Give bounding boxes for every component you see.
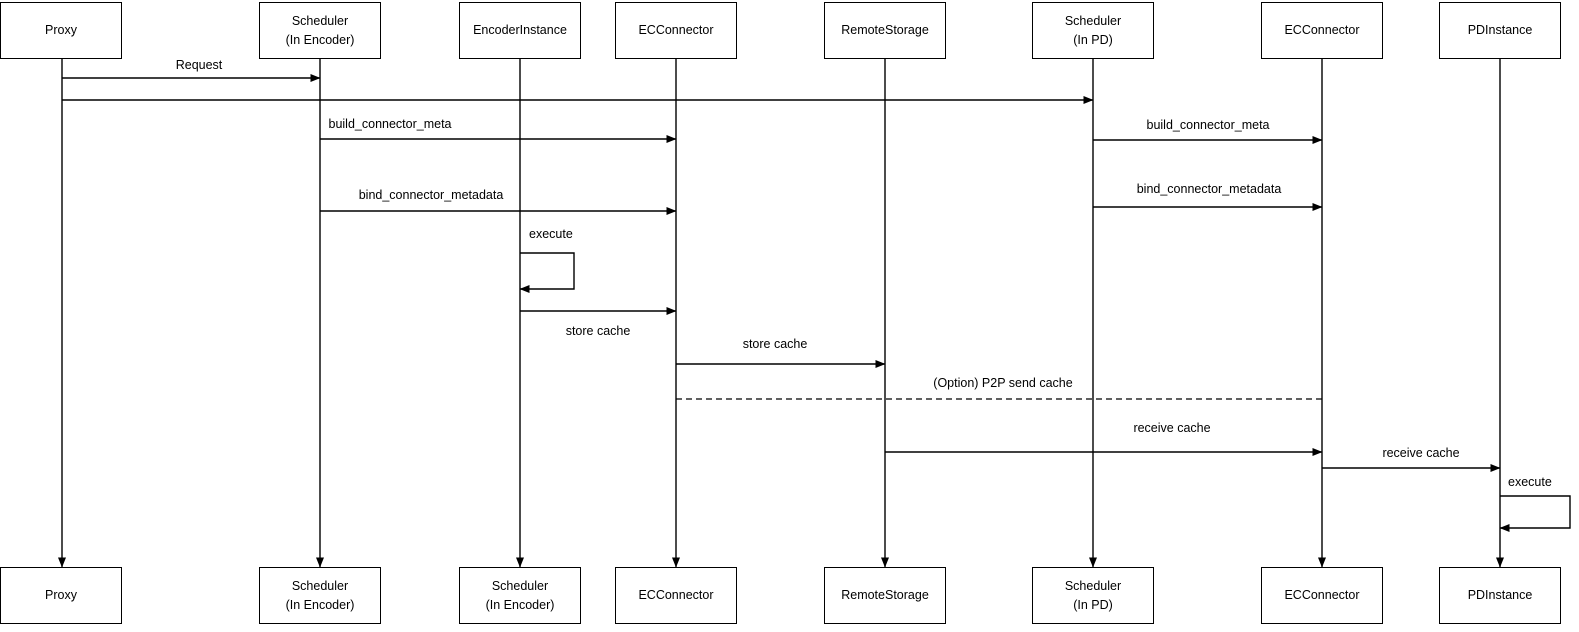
lifeline-label: Scheduler (In PD) (1064, 579, 1122, 612)
message-label-m5: bind_connector_metadata (358, 188, 504, 202)
lifeline-label: EncoderInstance (473, 23, 567, 38)
bottom-lifeline-box-ec_conn_left: ECConnector (615, 567, 737, 624)
lifeline-label: ECConnector (638, 23, 714, 38)
lifeline-label: Scheduler (In Encoder) (285, 579, 355, 612)
bottom-lifeline-box-sched_enc: Scheduler (In Encoder) (259, 567, 381, 624)
top-lifeline-box-pd_inst: PDInstance (1439, 2, 1561, 59)
bottom-lifeline-box-remote_storage: RemoteStorage (824, 567, 946, 624)
lifeline-label: PDInstance (1467, 588, 1533, 603)
bottom-lifeline-box-ec_conn_right: ECConnector (1261, 567, 1383, 624)
self-message-label-s1: execute (529, 227, 573, 241)
lifeline-label: ECConnector (1284, 23, 1360, 38)
message-label-m11: receive cache (1382, 446, 1460, 460)
top-lifeline-box-remote_storage: RemoteStorage (824, 2, 946, 59)
top-lifeline-box-ec_conn_right: ECConnector (1261, 2, 1383, 59)
lifeline-label: Scheduler (In Encoder) (285, 14, 355, 47)
top-lifeline-box-sched_enc: Scheduler (In Encoder) (259, 2, 381, 59)
lifeline-label: Scheduler (In Encoder) (485, 579, 555, 612)
top-lifeline-box-sched_pd: Scheduler (In PD) (1032, 2, 1154, 59)
self-message-loop-s1 (519, 252, 575, 293)
bottom-lifeline-box-pd_inst: PDInstance (1439, 567, 1561, 624)
message-label-m7: store cache (565, 324, 631, 338)
lifeline-label: Proxy (45, 23, 77, 38)
lifeline-lines (58, 59, 1504, 568)
bottom-lifeline-box-proxy: Proxy (0, 567, 122, 624)
lifeline-label: PDInstance (1467, 23, 1533, 38)
message-arrows (62, 74, 1501, 472)
bottom-lifeline-box-encoder_inst: Scheduler (In Encoder) (459, 567, 581, 624)
lifeline-label: Proxy (45, 588, 77, 603)
self-message-loop-s2 (1499, 495, 1571, 532)
message-label-m3: build_connector_meta (328, 117, 452, 131)
top-lifeline-box-proxy: Proxy (0, 2, 122, 59)
top-lifeline-box-encoder_inst: EncoderInstance (459, 2, 581, 59)
message-label-m8: store cache (742, 337, 808, 351)
message-label-m9: (Option) P2P send cache (933, 376, 1073, 390)
message-label-m10: receive cache (1133, 421, 1211, 435)
message-label-m4: build_connector_meta (1146, 118, 1270, 132)
top-lifeline-box-ec_conn_left: ECConnector (615, 2, 737, 59)
self-message-arrows (519, 252, 1571, 532)
message-label-m6: bind_connector_metadata (1136, 182, 1282, 196)
bottom-lifeline-box-sched_pd: Scheduler (In PD) (1032, 567, 1154, 624)
self-message-label-s2: execute (1508, 475, 1552, 489)
lifeline-label: RemoteStorage (841, 588, 929, 603)
lifeline-label: Scheduler (In PD) (1064, 14, 1122, 47)
lifeline-label: RemoteStorage (841, 23, 929, 38)
lifeline-label: ECConnector (1284, 588, 1360, 603)
lifeline-label: ECConnector (638, 588, 714, 603)
message-label-m1: Request (175, 58, 223, 72)
